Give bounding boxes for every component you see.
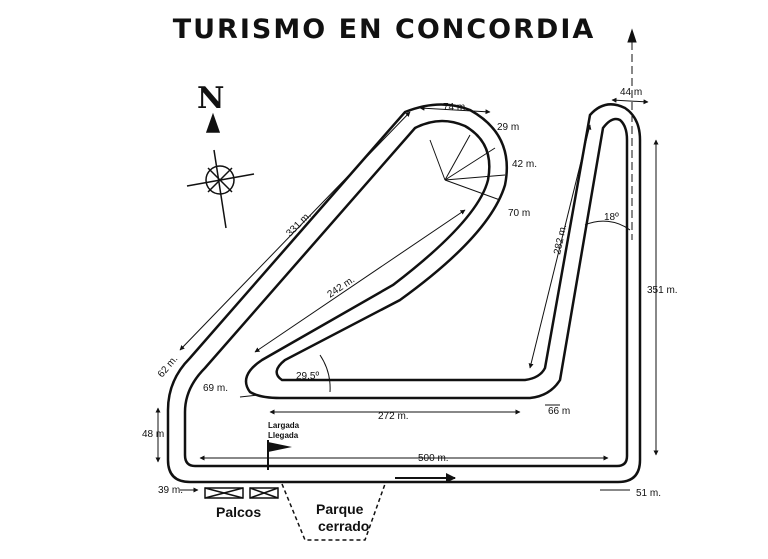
track-inner-edge <box>183 117 629 468</box>
label-44m: 44 m <box>620 87 642 98</box>
label-largada: Largada <box>268 421 300 430</box>
label-48m: 48 m <box>142 429 164 440</box>
label-42m: 42 m. <box>512 159 537 170</box>
label-29m: 29 m <box>497 122 519 133</box>
label-cerrado: cerrado <box>318 518 369 534</box>
label-29-5-deg: 29,5º <box>296 371 319 382</box>
label-500m: 500 m. <box>418 453 449 464</box>
north-label: N <box>197 81 224 116</box>
label-69m: 69 m. <box>203 383 228 394</box>
label-242m: 242 m. <box>326 274 358 300</box>
label-351m: 351 m. <box>647 285 678 296</box>
track-outer-edge <box>166 103 642 484</box>
label-18-deg: 18º <box>604 212 619 223</box>
label-51m: 51 m. <box>636 488 661 499</box>
label-llegada: Llegada <box>268 431 299 440</box>
label-parque: Parque <box>316 501 364 517</box>
label-272m: 272 m. <box>378 411 409 422</box>
label-66m: 66 m <box>548 406 570 417</box>
start-finish-flag <box>267 440 292 470</box>
palcos-boxes <box>204 487 279 499</box>
label-74m: 74 m. <box>443 102 468 113</box>
label-39m: 39 m. <box>158 485 183 496</box>
label-palcos: Palcos <box>216 504 261 520</box>
parque-cerrado-area <box>281 483 386 541</box>
page-title: TURISMO EN CONCORDIA <box>172 14 596 45</box>
compass-rose <box>186 112 255 229</box>
label-70m: 70 m <box>508 208 530 219</box>
